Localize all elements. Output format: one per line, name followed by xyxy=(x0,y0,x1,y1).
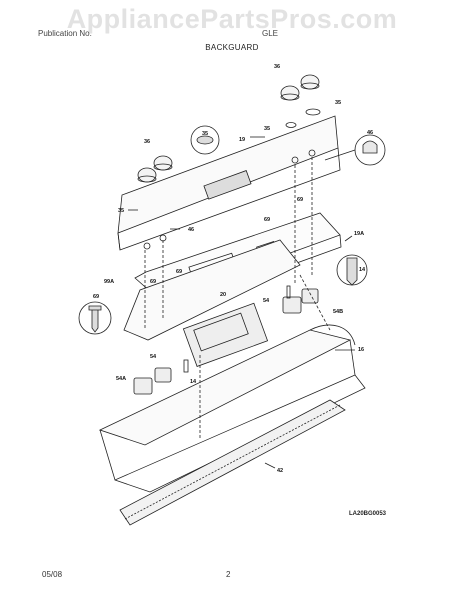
label-16: 16 xyxy=(358,347,364,353)
label-42: 42 xyxy=(277,468,283,474)
part-14-clip xyxy=(183,359,189,373)
switch-54-right xyxy=(282,285,319,314)
label-69-a: 69 xyxy=(297,197,303,203)
label-69-c: 69 xyxy=(176,269,182,275)
label-99A: 99A xyxy=(104,279,114,285)
section-title: BACKGUARD xyxy=(205,43,259,52)
lower-panel xyxy=(123,239,301,367)
knob-36-left-a xyxy=(137,167,157,183)
label-54A: 54A xyxy=(116,376,126,382)
switch-54-left xyxy=(133,367,172,395)
label-19A: 19A xyxy=(354,231,364,237)
label-14-detail: 14 xyxy=(359,267,366,273)
label-36-left: 36 xyxy=(144,139,150,145)
model-label: GLE xyxy=(262,29,279,38)
bezel-35-small xyxy=(285,122,297,128)
label-54-left: 54 xyxy=(150,354,157,360)
label-35-mid: 35 xyxy=(264,126,270,132)
label-54-right: 54 xyxy=(263,298,270,304)
label-35-left: 35 xyxy=(118,208,124,214)
label-35-top: 35 xyxy=(335,100,341,106)
page-number: 2 xyxy=(226,570,231,579)
knob-36-left-b xyxy=(153,155,173,171)
bezel-35-top xyxy=(305,108,321,116)
footer-date: 05/08 xyxy=(42,570,63,579)
label-69-detail: 69 xyxy=(93,294,99,300)
label-36-top: 36 xyxy=(274,64,280,70)
backguard-panel-19 xyxy=(117,115,341,251)
knob-36-top xyxy=(280,74,320,101)
detail-circle-89 xyxy=(78,301,112,335)
label-35-circle: 35 xyxy=(202,131,208,137)
publication-label: Publication No. xyxy=(38,29,92,38)
detail-circle-35 xyxy=(190,125,220,155)
label-46-left: 46 xyxy=(188,227,194,233)
lower-trim-42 xyxy=(119,399,346,526)
label-54B: 54B xyxy=(333,309,343,315)
label-69-d: 69 xyxy=(150,279,156,285)
label-46-right: 46 xyxy=(367,130,373,136)
label-14-left: 14 xyxy=(190,379,197,385)
watermark: AppliancePartsPros.com xyxy=(66,4,398,34)
label-20: 20 xyxy=(220,292,226,298)
label-19: 19 xyxy=(239,137,245,143)
diagram-reference-code: LA20BG0053 xyxy=(349,511,387,517)
label-69-b: 69 xyxy=(264,217,270,223)
